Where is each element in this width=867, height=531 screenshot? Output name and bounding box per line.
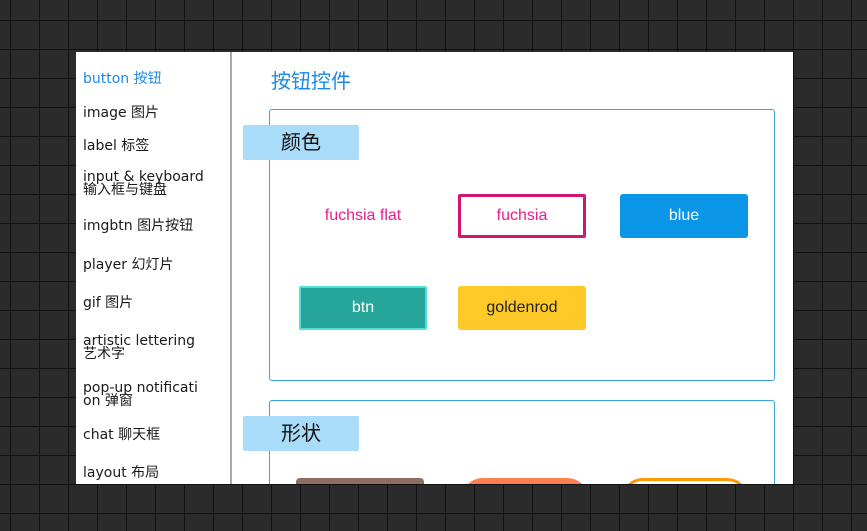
- sidebar-item-label: gif 图片: [83, 295, 134, 311]
- colors-section-label: 颜色: [243, 125, 359, 160]
- coral-rounded-button[interactable]: [461, 478, 589, 484]
- main-content: 按钮控件 颜色 形状 fuchsia flat fuchsia blue btn…: [232, 52, 793, 484]
- sidebar-item-label: button 按钮: [83, 71, 162, 87]
- sidebar-item-gif[interactable]: gif 图片: [83, 295, 228, 311]
- sidebar-nav: button 按钮 image 图片 label 标签 input & keyb…: [76, 52, 232, 484]
- blue-button[interactable]: blue: [620, 194, 748, 238]
- sidebar-item-chat[interactable]: chat 聊天框: [83, 427, 228, 443]
- brown-square-button[interactable]: [296, 478, 424, 484]
- sidebar-item-label: 输入框与键盘: [83, 182, 167, 198]
- sidebar-item-popup-notification[interactable]: pop-up notificati on 弹窗: [83, 380, 228, 409]
- sidebar-item-player[interactable]: player 幻灯片: [83, 257, 228, 273]
- sidebar-item-label: player 幻灯片: [83, 257, 174, 273]
- sidebar-item-label: on 弹窗: [83, 393, 133, 409]
- fuchsia-flat-button[interactable]: fuchsia flat: [324, 207, 402, 224]
- sidebar-item-label: artistic lettering: [83, 333, 196, 349]
- sidebar-item-imgbtn[interactable]: imgbtn 图片按钮: [83, 218, 228, 234]
- sidebar-item-label: chat 聊天框: [83, 427, 161, 443]
- sidebar-item-layout[interactable]: layout 布局: [83, 465, 228, 481]
- sidebar-item-label: pop-up notificati: [83, 380, 198, 396]
- sidebar-item-label: imgbtn 图片按钮: [83, 218, 194, 234]
- fuchsia-button[interactable]: fuchsia: [458, 194, 586, 238]
- sidebar-item-label: 艺术字: [83, 346, 125, 362]
- app-window: button 按钮 image 图片 label 标签 input & keyb…: [76, 52, 793, 484]
- sidebar-item-artistic-lettering[interactable]: artistic lettering 艺术字: [83, 333, 228, 362]
- sidebar-item-label[interactable]: label 标签: [83, 138, 228, 154]
- sidebar-item-input-keyboard[interactable]: input & keyboard 输入框与键盘: [83, 169, 228, 198]
- sidebar-item-button[interactable]: button 按钮: [83, 71, 228, 87]
- sidebar-item-image[interactable]: image 图片: [83, 105, 228, 121]
- orange-outline-rounded-button[interactable]: [621, 478, 749, 484]
- shapes-section-label: 形状: [243, 416, 359, 451]
- sidebar-item-label: input & keyboard: [83, 169, 204, 185]
- sidebar-item-label: image 图片: [83, 105, 160, 121]
- colors-panel: [269, 109, 775, 381]
- page-title: 按钮控件: [271, 69, 351, 93]
- sidebar-item-label: layout 布局: [83, 465, 160, 481]
- sidebar-item-label: label 标签: [83, 138, 150, 154]
- btn-button[interactable]: btn: [299, 286, 427, 330]
- goldenrod-button[interactable]: goldenrod: [458, 286, 586, 330]
